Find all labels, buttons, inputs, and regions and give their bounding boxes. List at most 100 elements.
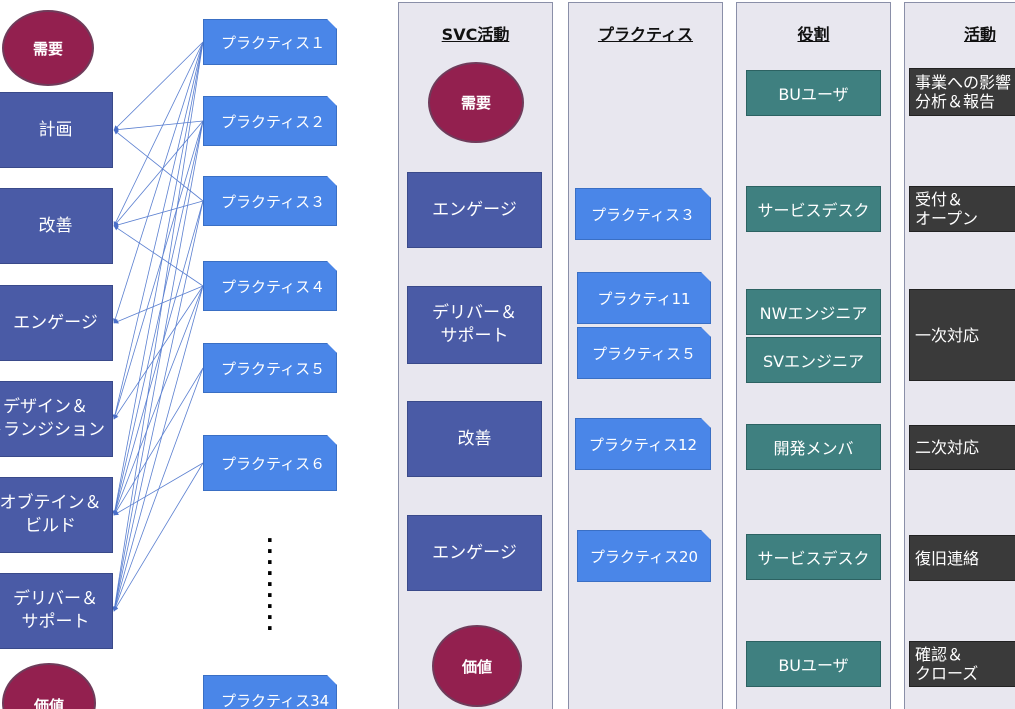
lane-svc-engage-2: エンゲージ <box>407 515 542 591</box>
left-practice-5-label: プラクティス５ <box>221 359 326 378</box>
role-bu-user-2: BUユーザ <box>746 641 881 687</box>
activity-recovery-notice-label: 復旧連絡 <box>915 548 980 568</box>
activity-recovery-notice: 復旧連絡 <box>909 535 1015 581</box>
lane-practice-20: プラクティス20 <box>577 530 711 582</box>
role-service-desk-1: サービスデスク <box>746 186 881 232</box>
activity-first-response-label: 一次対応 <box>915 325 980 345</box>
lane-role-header: 役割 <box>797 25 830 44</box>
connector-obtain-p3 <box>112 200 204 516</box>
lane-practice-3-label: プラクティス３ <box>590 205 696 224</box>
left-svc-obtain-build-label: オブテイン＆ ビルド <box>0 493 102 536</box>
connector-engage-p1 <box>113 41 204 324</box>
activity-impact-analysis-label: 事業への影響 分析＆報告 <box>915 73 1012 111</box>
left-value-label: 価値 <box>33 697 64 709</box>
role-bu-user-2-label: BUユーザ <box>778 656 849 675</box>
lane-practice-5: プラクティス５ <box>577 327 711 379</box>
connector-improve-p4 <box>113 225 204 287</box>
lane-svc-deliver-support-label: デリバー＆ サポート <box>432 303 517 346</box>
connector-obtain-p5 <box>113 367 204 516</box>
left-svc-design-transition-label: デザイン＆ トランジション <box>0 397 105 440</box>
connector-deliver-p6 <box>113 462 204 612</box>
lane-practice-5-label: プラクティス５ <box>591 344 697 363</box>
lane-svc-value-label: 価値 <box>461 657 492 676</box>
connector-design-p4 <box>113 285 204 420</box>
connector-plan-p3 <box>113 129 204 202</box>
lane-svc-improve-label: 改善 <box>457 428 492 449</box>
left-svc-engage-label: エンゲージ <box>13 312 98 333</box>
role-nw-engineer: NWエンジニア <box>746 289 881 335</box>
lane-practice-20-label: プラクティス20 <box>589 547 699 566</box>
left-practice-34: プラクティス34 <box>203 675 337 709</box>
role-bu-user-1: BUユーザ <box>746 70 881 116</box>
connector-obtain-p4 <box>113 285 204 516</box>
connector-improve-p1 <box>113 41 204 227</box>
activity-second-response: 二次対応 <box>909 425 1015 470</box>
lane-practice-12: プラクティス12 <box>575 418 711 470</box>
lane-svc-header: SVC活動 <box>441 25 510 44</box>
connector-deliver-p1 <box>112 41 204 612</box>
connector-obtain-p2 <box>112 120 204 516</box>
left-practice-4: プラクティス４ <box>203 261 337 311</box>
left-svc-plan-label: 計画 <box>38 119 73 140</box>
connector-engage-p4 <box>113 285 204 324</box>
lane-svc-engage-1-label: エンゲージ <box>432 199 517 220</box>
left-svc-improve: 改善 <box>0 188 113 264</box>
connector-deliver-p3 <box>112 200 204 612</box>
activity-confirm-close: 確認＆ クローズ <box>909 641 1015 687</box>
activity-accept-open-label: 受付＆ オープン <box>915 190 979 228</box>
lane-svc-improve: 改善 <box>407 401 542 477</box>
connector-design-p2 <box>112 120 204 420</box>
connector-deliver-p5 <box>113 367 204 612</box>
connector-improve-p3 <box>113 200 204 228</box>
ellipsis-dots: ········· <box>266 528 274 640</box>
activity-first-response: 一次対応 <box>909 289 1015 381</box>
role-service-desk-2-label: サービスデスク <box>757 549 870 568</box>
lane-svc-demand-circle: 需要 <box>428 62 524 143</box>
role-sv-engineer: SVエンジニア <box>746 337 881 383</box>
lane-svc-engage-1: エンゲージ <box>407 172 542 248</box>
activity-impact-analysis: 事業への影響 分析＆報告 <box>909 68 1015 116</box>
role-service-desk-1-label: サービスデスク <box>757 201 870 220</box>
left-practice-3: プラクティス３ <box>203 176 337 226</box>
lane-practice-11: プラクティ11 <box>577 272 711 324</box>
left-svc-plan: 計画 <box>0 92 113 168</box>
left-demand-circle: 需要 <box>2 10 94 86</box>
left-practice-34-label: プラクティス34 <box>221 692 330 709</box>
left-svc-design-transition: デザイン＆ トランジション <box>0 381 113 457</box>
role-dev-member: 開発メンバ <box>746 424 881 470</box>
connector-obtain-p1 <box>112 41 204 516</box>
connector-deliver-p2 <box>112 120 204 612</box>
left-demand-label: 需要 <box>32 39 63 58</box>
left-practice-1: プラクティス１ <box>203 19 337 65</box>
left-practice-2: プラクティス２ <box>203 96 337 146</box>
lane-svc-value-circle: 価値 <box>432 625 522 707</box>
lane-svc-deliver-support: デリバー＆ サポート <box>407 286 542 364</box>
left-practice-1-label: プラクティス１ <box>221 33 326 52</box>
lane-practice-3: プラクティス３ <box>575 188 711 240</box>
left-practice-2-label: プラクティス２ <box>221 112 326 131</box>
left-practice-3-label: プラクティス３ <box>221 192 326 211</box>
lane-practice-header: プラクティス <box>597 25 694 44</box>
left-practice-5: プラクティス５ <box>203 343 337 393</box>
role-dev-member-label: 開発メンバ <box>773 439 854 458</box>
left-svc-engage: エンゲージ <box>0 285 113 361</box>
connector-plan-p1 <box>113 41 204 131</box>
left-svc-deliver-support: デリバー＆ サポート <box>0 573 113 649</box>
left-svc-deliver-support-label: デリバー＆ サポート <box>13 589 98 632</box>
lane-svc-engage-2-label: エンゲージ <box>432 542 517 563</box>
left-practice-6-label: プラクティス６ <box>221 454 326 473</box>
lane-practice-11-label: プラクティ11 <box>597 289 691 308</box>
connector-design-p1 <box>112 41 204 420</box>
activity-accept-open: 受付＆ オープン <box>909 186 1015 232</box>
lane-svc-demand-label: 需要 <box>460 94 491 112</box>
activity-second-response-label: 二次対応 <box>915 438 980 457</box>
left-svc-obtain-build: オブテイン＆ ビルド <box>0 477 113 553</box>
connector-deliver-p4 <box>112 285 204 612</box>
role-service-desk-2: サービスデスク <box>746 534 881 580</box>
connector-improve-p2 <box>113 120 204 227</box>
left-svc-improve-label: 改善 <box>38 215 73 236</box>
role-nw-engineer-label: NWエンジニア <box>759 304 868 323</box>
role-bu-user-1-label: BUユーザ <box>778 85 849 104</box>
lane-practice-12-label: プラクティス12 <box>588 435 698 454</box>
